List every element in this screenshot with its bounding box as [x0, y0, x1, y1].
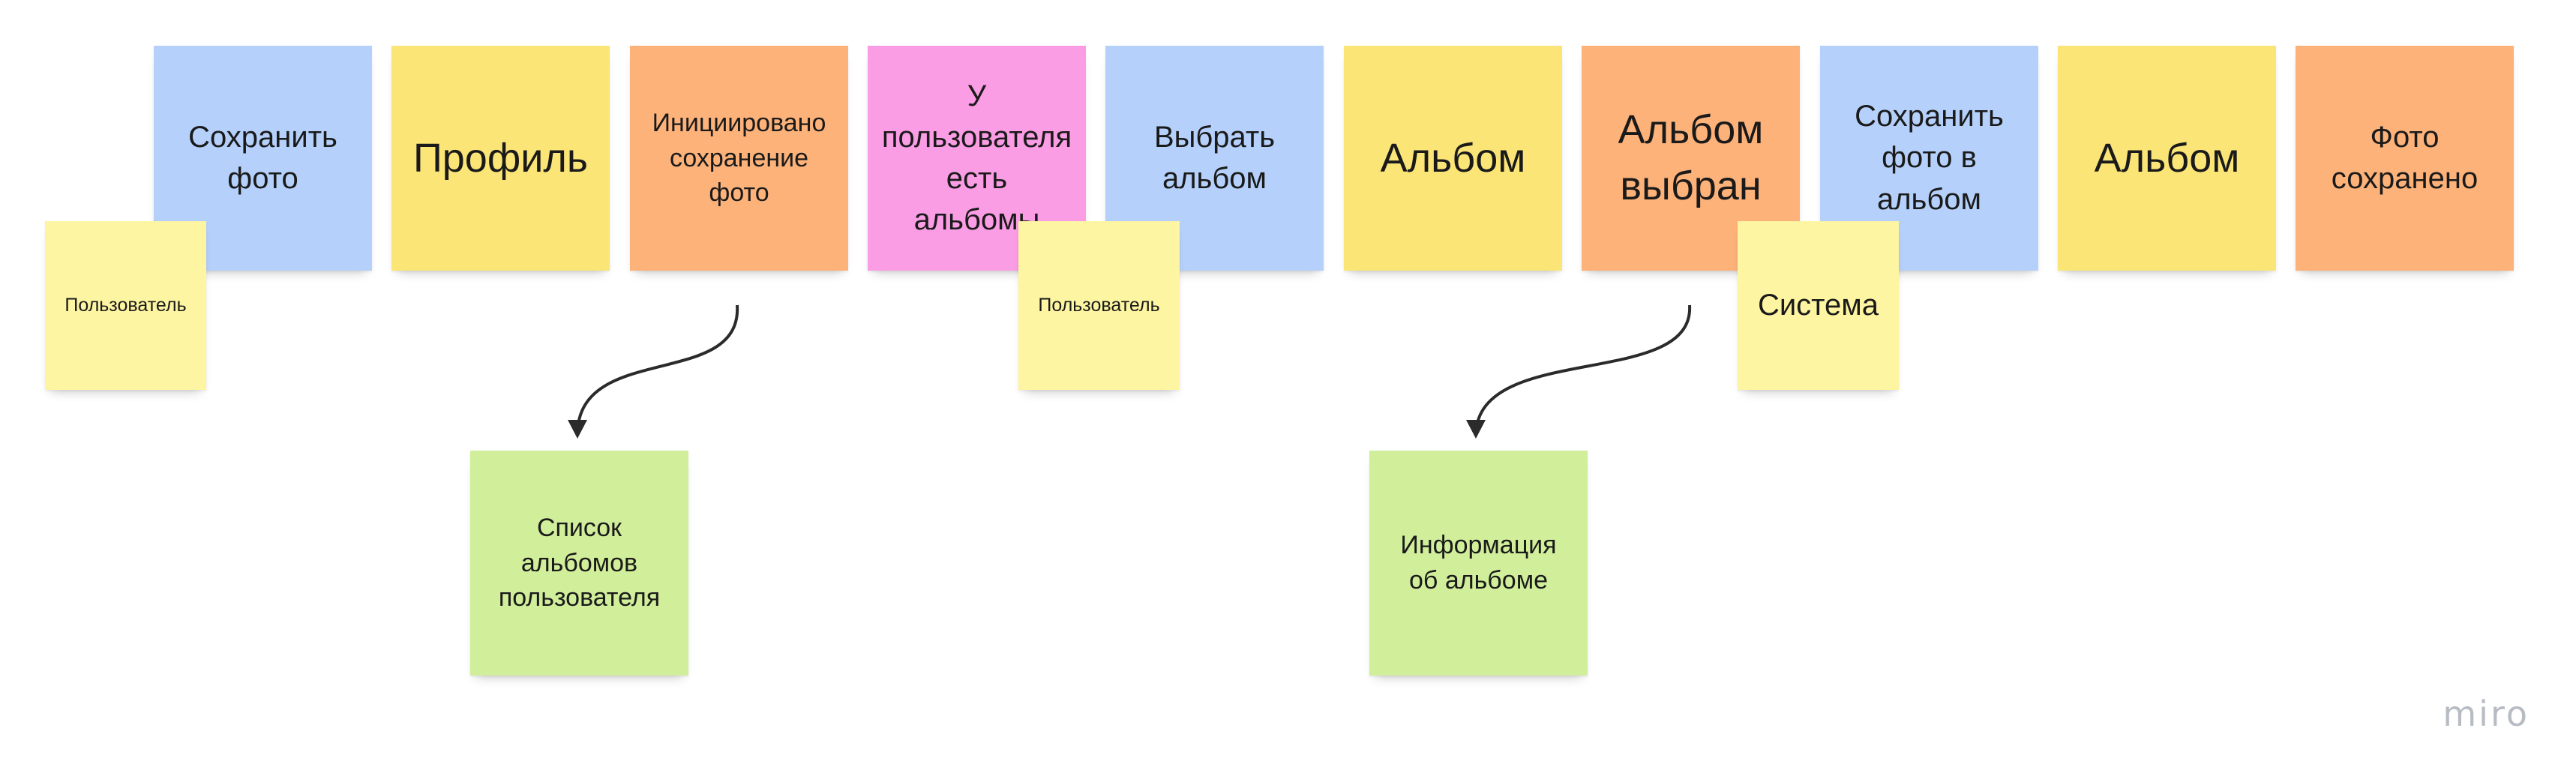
sticky-profile-aggregate[interactable]: Профиль — [391, 46, 610, 271]
curved-arrow-icon[interactable] — [568, 304, 739, 439]
sticky-save-initiated-event[interactable]: Инициировано сохранение фото — [630, 46, 848, 271]
sticky-actor-user-1[interactable]: Пользователь — [45, 221, 206, 390]
sticky-album-aggregate[interactable]: Альбом — [1344, 46, 1562, 271]
sticky-album-aggregate-2[interactable]: Альбом — [2058, 46, 2276, 271]
sticky-actor-system[interactable]: Система — [1738, 221, 1899, 390]
sticky-actor-user-2[interactable]: Пользователь — [1018, 221, 1180, 390]
sticky-photo-saved-event[interactable]: Фото сохранено — [2296, 46, 2514, 271]
curved-arrow-icon[interactable] — [1466, 304, 1692, 439]
sticky-user-has-albums-policy[interactable]: У пользователя есть альбомы — [868, 46, 1086, 271]
sticky-user-albums-list[interactable]: Список альбомов пользователя — [470, 451, 688, 676]
sticky-album-info[interactable]: Информация об альбоме — [1369, 451, 1588, 676]
miro-logo: miro — [2443, 694, 2530, 734]
